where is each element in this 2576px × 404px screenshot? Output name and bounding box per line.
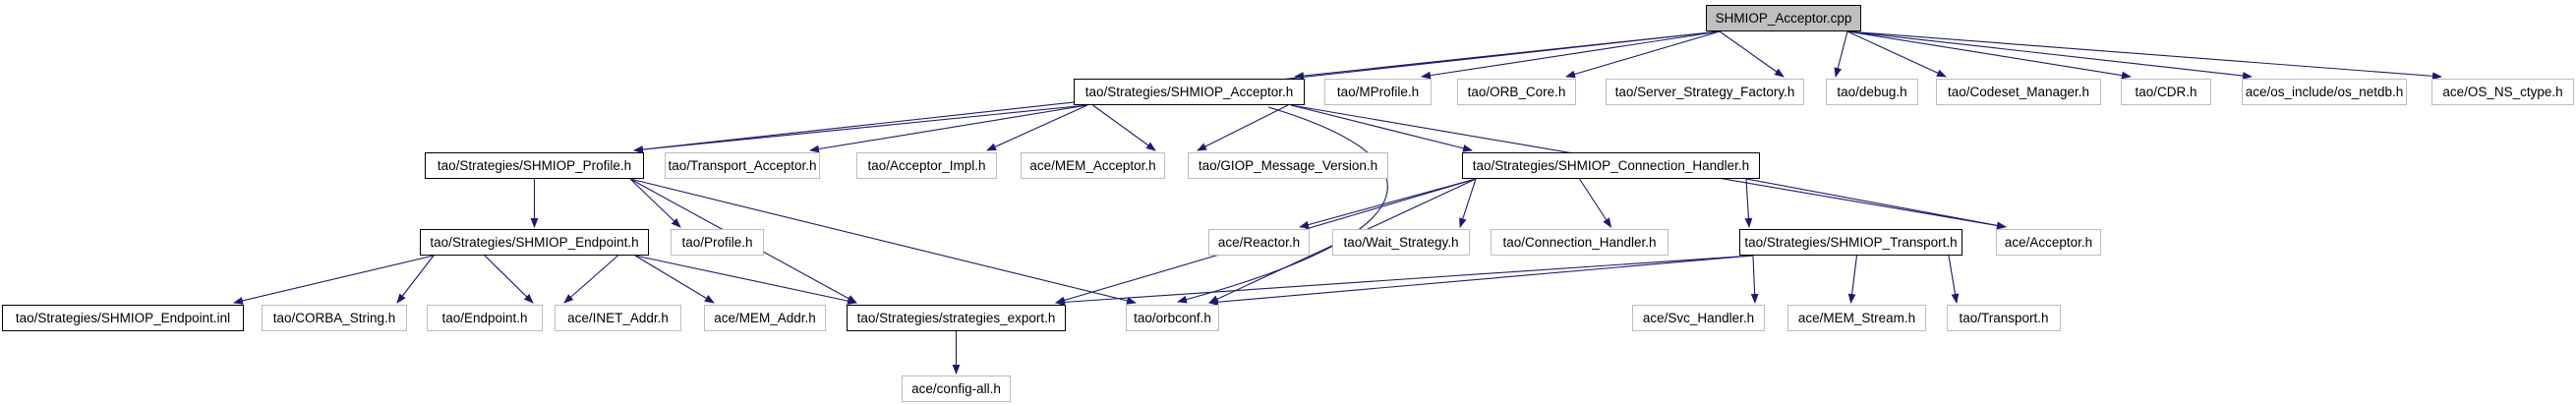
graph-node-tao_endpoint: tao/Endpoint.h (427, 305, 543, 331)
include-edge-conn_handler_h-to-wait_strategy (1459, 178, 1477, 228)
include-edge-endpoint_h-to-endpoint_inl (233, 255, 435, 305)
graph-node-orb_core: tao/ORB_Core.h (1457, 79, 1576, 105)
include-edge-acceptor_h-to-acceptor_impl (986, 104, 1088, 151)
graph-node-acceptor_h[interactable]: tao/Strategies/SHMIOP_Acceptor.h (1074, 79, 1305, 105)
graph-node-ssf: tao/Server_Strategy_Factory.h (1606, 79, 1804, 105)
include-edge-acceptor_h-to-giop_mv (1197, 104, 1289, 151)
include-edge-acceptor_h-to-profile_h (633, 104, 1088, 153)
graph-node-svc_handler: ace/Svc_Handler.h (1632, 305, 1765, 331)
graph-node-endpoint_h[interactable]: tao/Strategies/SHMIOP_Endpoint.h (420, 229, 649, 256)
include-edge-shmiop_transport-to-orbconf (1208, 255, 1754, 307)
graph-node-codeset: tao/Codeset_Manager.h (1936, 79, 2101, 105)
include-edge-endpoint_h-to-tao_endpoint (484, 255, 534, 304)
graph-node-mem_acceptor: ace/MEM_Acceptor.h (1021, 152, 1165, 179)
graph-node-mem_stream: ace/MEM_Stream.h (1787, 305, 1926, 331)
include-edge-cpp-to-orb_core (1565, 30, 1721, 79)
include-edge-cpp-to-ssf (1719, 30, 1785, 78)
graph-node-netdb: ace/os_include/os_netdb.h (2242, 79, 2407, 105)
include-edge-endpoint_h-to-mem_addr (634, 255, 715, 304)
graph-node-config_all: ace/config-all.h (902, 375, 1011, 402)
graph-node-inet_addr: ace/INET_Addr.h (555, 305, 681, 331)
include-edge-acceptor_h-to-conn_handler_h (1290, 104, 1473, 152)
include-edge-conn_handler_h-to-reactor (1299, 178, 1477, 229)
include-edge-acceptor_h-to-orbconf (1177, 106, 1388, 304)
graph-node-acceptor_impl: tao/Acceptor_Impl.h (856, 152, 997, 179)
graph-node-conn_handler_h[interactable]: tao/Strategies/SHMIOP_Connection_Handler… (1462, 152, 1760, 179)
graph-node-mem_addr: ace/MEM_Addr.h (704, 305, 826, 331)
graph-node-ace_acceptor: ace/Acceptor.h (1996, 229, 2101, 256)
include-edge-shmiop_transport-to-tao_transport (1948, 255, 1960, 304)
include-edge-cpp-to-debug (1834, 30, 1848, 78)
graph-node-profile_h[interactable]: tao/Strategies/SHMIOP_Profile.h (425, 152, 644, 179)
graph-node-wait_strategy: tao/Wait_Strategy.h (1332, 229, 1470, 256)
include-edge-profile_h-to-orbconf (629, 178, 1137, 305)
include-edge-cpp-to-cdr (1846, 30, 2132, 80)
include-edge-shmiop_transport-to-svc_handler (1750, 255, 1759, 304)
include-edge-shmiop_transport-to-strategies_export (1055, 255, 1754, 307)
include-edge-endpoint_h-to-inet_addr (563, 255, 618, 304)
graph-node-tao_transport: tao/Transport.h (1947, 305, 2061, 331)
graph-node-debug: tao/debug.h (1826, 79, 1918, 105)
include-edge-profile_h-to-tao_profile (629, 178, 681, 228)
include-edge-conn_handler_h-to-shmiop_transport (1744, 178, 1753, 228)
include-edge-cpp-to-mprofile (1421, 30, 1721, 80)
include-edge-cpp-to-codeset (1846, 30, 1947, 78)
graph-node-tao_profile: tao/Profile.h (671, 229, 764, 256)
include-edge-cpp-to-netdb (1846, 30, 2253, 80)
graph-node-cdr: tao/CDR.h (2121, 79, 2211, 105)
graph-node-reactor: ace/Reactor.h (1208, 229, 1310, 256)
include-edge-acceptor_h-to-transport_acc (809, 104, 1088, 153)
graph-node-transport_acc: tao/Transport_Acceptor.h (665, 152, 820, 179)
include-edge-acceptor_h-to-mem_acceptor (1092, 104, 1156, 151)
graph-node-tao_conn_handler: tao/Connection_Handler.h (1491, 229, 1669, 256)
include-edge-cpp-to-ctype (1846, 30, 2442, 81)
include-edge-endpoint_h-to-corba_string (396, 255, 435, 304)
graph-node-strategies_export[interactable]: tao/Strategies/strategies_export.h (847, 305, 1066, 331)
include-edge-conn_handler_h-to-tao_conn_handler (1579, 178, 1612, 228)
graph-node-corba_string: tao/CORBA_String.h (262, 305, 407, 331)
graph-node-cpp: SHMIOP_Acceptor.cpp (1706, 5, 1861, 31)
graph-node-orbconf: tao/orbconf.h (1126, 305, 1219, 331)
graph-node-endpoint_inl[interactable]: tao/Strategies/SHMIOP_Endpoint.inl (2, 305, 244, 331)
include-edge-endpoint_h-to-strategies_export (634, 255, 857, 305)
graph-node-giop_mv: tao/GIOP_Message_Version.h (1188, 152, 1388, 179)
graph-node-ctype: ace/OS_NS_ctype.h (2431, 79, 2574, 105)
include-edge-conn_handler_h-to-ace_acceptor (1745, 178, 2007, 230)
graph-node-shmiop_transport[interactable]: tao/Strategies/SHMIOP_Transport.h (1739, 229, 1962, 256)
graph-node-mprofile: tao/MProfile.h (1324, 79, 1432, 105)
include-edge-shmiop_transport-to-mem_stream (1847, 255, 1858, 304)
